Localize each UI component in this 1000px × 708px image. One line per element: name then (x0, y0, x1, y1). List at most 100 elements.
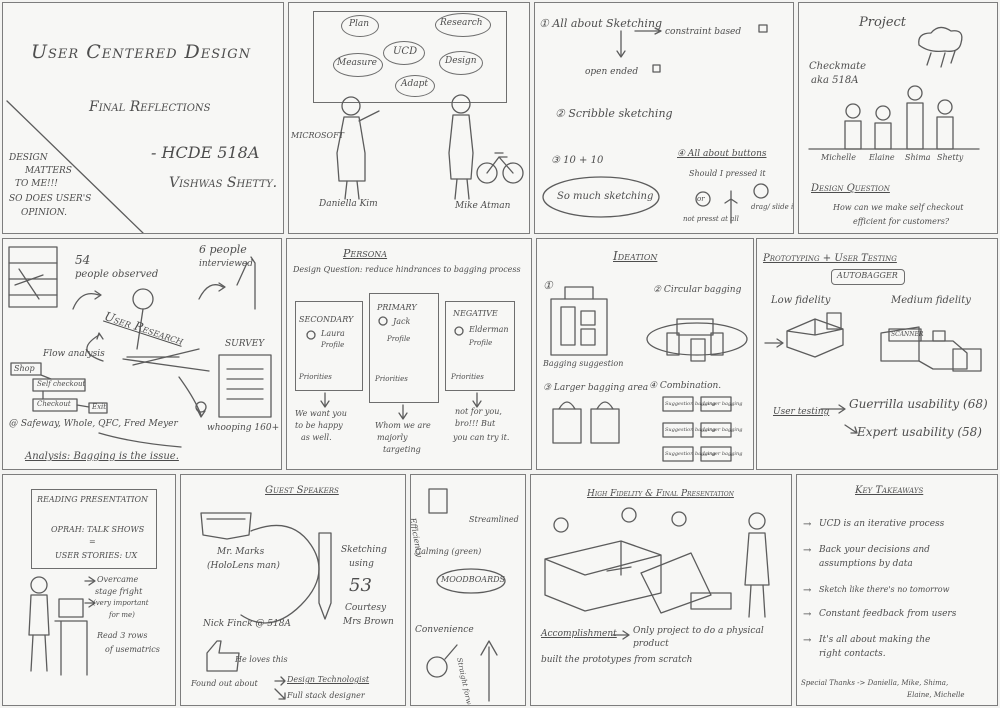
user-testing: User testing (773, 407, 830, 417)
sketch-not-pressed: not presst at all (683, 215, 739, 223)
note-line-3: to me!!! (15, 179, 58, 189)
ucd-design-bubble (439, 51, 483, 75)
he-loves-this: He loves this (235, 655, 288, 664)
reading-note-1b: stage fright (95, 587, 143, 596)
takeaways-heading: Key Takeaways (855, 485, 924, 496)
persona-negative-role: Negative (453, 309, 498, 318)
persona-card-primary (369, 293, 439, 403)
scanner-label: Scanner (891, 331, 924, 338)
accomplishment-label: Accomplishment (541, 629, 617, 639)
prototyping-heading: Prototyping + User Testing (763, 253, 897, 264)
ucd-center: UCD (393, 46, 418, 57)
reading-note-2a: Read 3 rows (97, 631, 148, 640)
moodboard-panel: Efficiency Streamlined Calming (green) M… (410, 474, 526, 706)
reading-panel: Reading Presentation Oprah: Talk Shows =… (2, 474, 176, 706)
autobagger-tag-outline (831, 269, 905, 285)
persona-secondary-role: Secondary (299, 315, 354, 324)
hifi-panel: High Fidelity & Final Presentation Accom… (530, 474, 792, 706)
flow-analysis: Flow analysis (43, 349, 105, 359)
ideation-chip-4: Larger bagging (703, 427, 743, 433)
ideation-1-label: Bagging suggestion (543, 359, 624, 368)
takeaway-1: UCD is an iterative process (819, 519, 945, 529)
persona-note-1b: to be happy (295, 421, 343, 430)
reading-title: Reading Presentation (37, 495, 149, 504)
speaker-marks-sub: (HoloLens man) (207, 561, 280, 571)
takeaway-3: Sketch like there's no tomorrow (819, 585, 950, 594)
observed-number: 54 (75, 253, 91, 267)
speaker-marks: Mr. Marks (217, 547, 265, 557)
mood-moodboards: Moodboards (441, 575, 506, 584)
member-michelle: Michelle (821, 153, 856, 162)
persona-note-3a: not for you, (455, 407, 502, 416)
reading-line-1: Oprah: Talk Shows (51, 525, 145, 534)
persona-negative-profile: Profile (469, 339, 493, 347)
persona-panel: Persona Design Question: reduce hindranc… (286, 238, 532, 470)
takeaway-2b: assumptions by data (819, 559, 913, 569)
special-thanks-1: Special Thanks -> Daniella, Mike, Shima, (801, 679, 949, 687)
ucd-research-bubble (435, 13, 491, 37)
reading-eq: = (89, 537, 96, 546)
observed-text: people observed (75, 269, 159, 280)
ideation-chip-1: Suggestion bagging (665, 401, 716, 407)
accomplishment-text: Only project to do a physical product (633, 626, 764, 649)
built-from-scratch: built the prototypes from scratch (541, 655, 693, 665)
ucd-panel: Plan Research UCD Measure Design Adapt M… (288, 2, 530, 234)
subtitle: Final Reflections (89, 99, 211, 115)
prototype-sketch (764, 312, 982, 434)
takeaway-arrow-4: → (803, 609, 812, 620)
takeaway-arrow-5: → (803, 635, 812, 646)
sketching-arrows (542, 24, 769, 224)
course-code: - HCDE 518A (151, 143, 260, 162)
reading-note-2b: of usematrics (105, 645, 160, 654)
guest-sketch (200, 512, 332, 700)
takeaway-arrow-1: → (803, 519, 812, 530)
note-line-5: opinion. (21, 208, 67, 218)
mood-calming: Calming (green) (415, 547, 482, 556)
survey-label: Survey (225, 339, 265, 349)
speaker-2-name: Mike Atman (455, 201, 511, 211)
takeaway-4: Constant feedback from users (819, 609, 957, 619)
sketch-constraint: constraint based (665, 27, 742, 37)
hifi-heading: High Fidelity & Final Presentation (587, 489, 734, 499)
takeaway-arrow-2: → (803, 545, 812, 556)
team-label-1: Checkmate (809, 61, 867, 72)
persona-negative-name: Elderman (469, 325, 509, 334)
nick-finck: Nick Finck @ 518A (203, 619, 291, 629)
hifi-sketch (544, 507, 770, 640)
persona-primary-priorities: Priorities (375, 375, 408, 383)
sketch-count: 53 (349, 575, 372, 596)
research-analysis: Analysis: Bagging is the issue. (25, 451, 179, 462)
ucd-adapt: Adapt (401, 79, 429, 89)
guest-panel: Guest Speakers Mr. Marks (HoloLens man) … (180, 474, 406, 706)
member-shetty: Shetty (937, 153, 964, 162)
ideation-sketch (550, 286, 748, 462)
moodboard-sketch (426, 488, 506, 702)
member-shima: Shima (905, 153, 931, 162)
ideation-chip-5: Suggestion bagging (665, 451, 716, 457)
ucd-design: Design (445, 56, 477, 66)
team-label-2: aka 518A (811, 75, 859, 86)
ucd-measure: Measure (337, 58, 377, 68)
member-elaine: Elaine (869, 153, 895, 162)
research-sketch (8, 246, 272, 448)
ideation-chip-6: Larger bagging (703, 451, 743, 457)
ideation-chip-3: Suggestion bagging (665, 427, 716, 433)
persona-heading: Persona (343, 247, 388, 260)
sketch-drag: drag/ slide it (751, 203, 794, 211)
reading-note-1c: (very important (93, 599, 149, 607)
project-title: Project (859, 15, 907, 30)
mood-streamlined: Streamlined (469, 515, 519, 524)
prototyping-panel: Prototyping + User Testing Autobagger Lo… (756, 238, 998, 470)
project-panel: Project Checkmate aka 518A Michelle Elai… (798, 2, 998, 234)
note-line-2: matters (25, 166, 72, 176)
reading-note-1a: Overcame (97, 575, 139, 584)
flow-self-checkout: Self checkout (37, 380, 86, 388)
sketch-item-4: ④ All about buttons (677, 149, 767, 159)
sketch-item-1: ① All about Sketching (539, 17, 663, 30)
persona-primary-name: Jack (393, 317, 411, 326)
guest-heading: Guest Speakers (265, 485, 339, 496)
flow-exit: Exit (92, 403, 107, 411)
mood-convenience: Convenience (415, 625, 474, 635)
ucd-measure-bubble (333, 53, 383, 77)
